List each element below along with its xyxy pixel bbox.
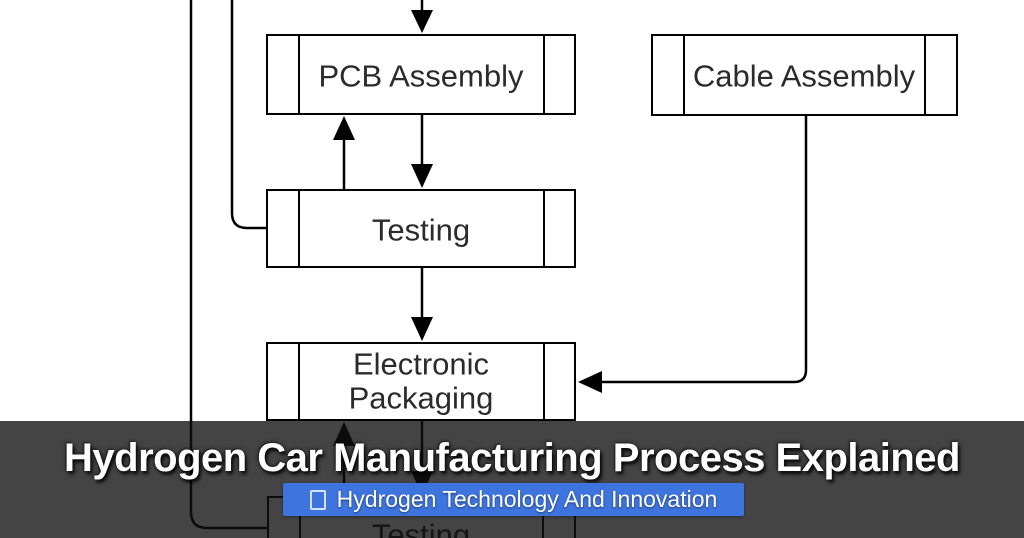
- node-box: [266, 189, 576, 268]
- lower-third-scrim: [0, 421, 1024, 538]
- node-testing-upper: Testing: [266, 189, 576, 268]
- video-title: Hydrogen Car Manufacturing Process Expla…: [64, 436, 961, 480]
- node-cable-assembly: Cable Assembly: [651, 34, 958, 116]
- node-box: [266, 34, 576, 115]
- node-label: PCB Assembly: [318, 59, 524, 94]
- missing-glyph-icon: [309, 489, 326, 510]
- arrow-up-icon: [333, 116, 355, 140]
- node-electronic-packaging: Electronic Packaging: [266, 342, 576, 421]
- arrow-left-icon: [578, 371, 602, 393]
- node-label-line1: Electronic: [353, 347, 489, 382]
- arrow-down-icon: [411, 317, 433, 341]
- node-box: [266, 342, 576, 421]
- feedback-line-to-testing: [230, 0, 267, 230]
- arrow-down-icon: [411, 164, 433, 188]
- node-box: [651, 34, 958, 116]
- arrow-cable-to-packaging-line: [600, 115, 808, 384]
- arrow-down-icon: [411, 10, 433, 33]
- node-label: Cable Assembly: [693, 59, 916, 94]
- topic-badge-label: Hydrogen Technology And Innovation: [336, 486, 718, 512]
- node-label: Testing: [372, 213, 470, 248]
- node-label-line2: Packaging: [349, 381, 494, 416]
- topic-badge[interactable]: Hydrogen Technology And Innovation: [283, 483, 744, 516]
- node-pcb-assembly: PCB Assembly: [266, 34, 576, 115]
